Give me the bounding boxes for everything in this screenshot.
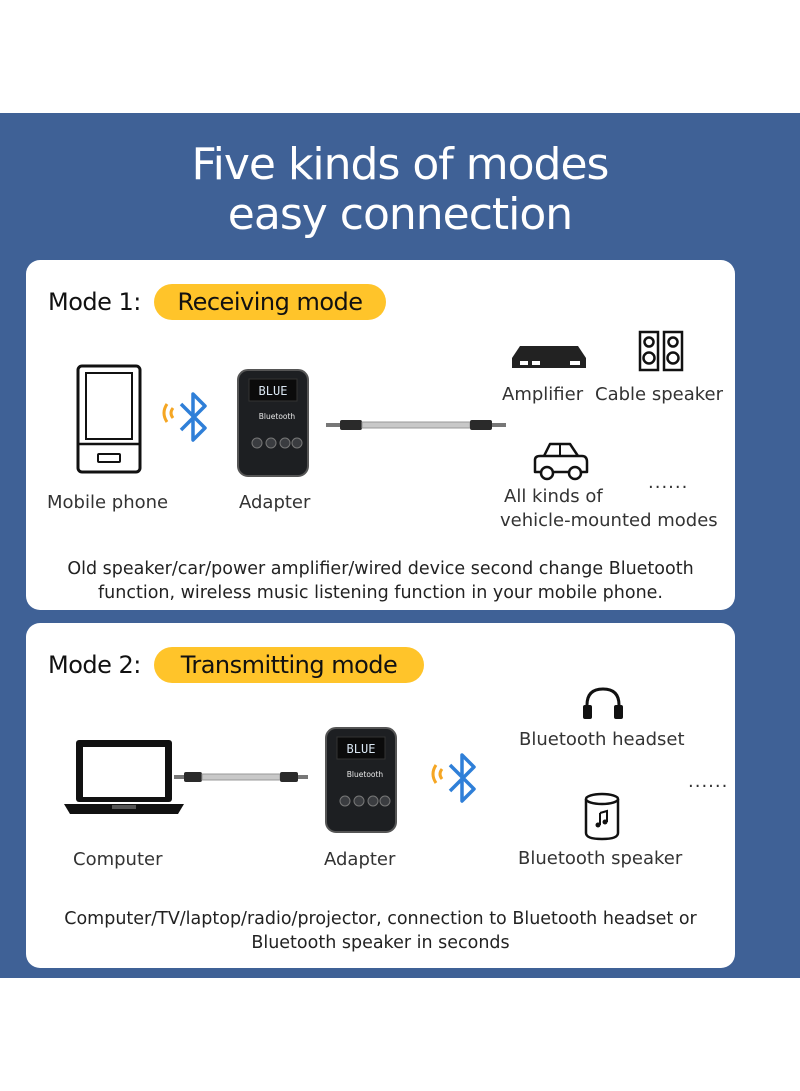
- mobile-phone-icon: [76, 364, 142, 474]
- cable-speaker-icon: [638, 330, 684, 372]
- headline-line-2: easy connection: [227, 189, 573, 240]
- mode-2-label: Mode 2:: [48, 651, 141, 679]
- amplifier-caption: Amplifier: [502, 384, 584, 405]
- adapter-brand-text: Bluetooth: [347, 770, 384, 779]
- adapter-screen-text: BLUE: [347, 742, 376, 756]
- mode-2-description-line-1: Computer/TV/laptop/radio/projector, conn…: [64, 909, 697, 929]
- adapter-brand-text: Bluetooth: [259, 412, 296, 421]
- mode-2-description-line-2: Bluetooth speaker in seconds: [251, 933, 510, 953]
- more-ellipsis: ......: [688, 771, 729, 792]
- mode-1-name-badge: Receiving mode: [154, 284, 386, 320]
- adapter-caption: Adapter: [324, 849, 396, 870]
- adapter-device-icon: BLUE Bluetooth: [236, 368, 310, 478]
- headline-line-1: Five kinds of modes: [191, 139, 610, 190]
- bluetooth-speaker-icon: [582, 791, 622, 841]
- bluetooth-signal-icon: [426, 751, 486, 807]
- mobile-phone-caption: Mobile phone: [47, 492, 169, 513]
- mode-2-card: Mode 2: Transmitting mode Computer BLUE …: [26, 623, 735, 968]
- laptop-icon: [64, 738, 184, 816]
- mode-1-card: Mode 1: Receiving mode Mobile phone BLUE…: [26, 260, 735, 610]
- bluetooth-signal-icon: [157, 390, 217, 446]
- amplifier-icon: [510, 344, 588, 372]
- headset-icon: [581, 685, 625, 721]
- adapter-screen-text: BLUE: [259, 384, 288, 398]
- mode-1-description-line-2: function, wireless music listening funct…: [98, 583, 663, 603]
- bluetooth-speaker-caption: Bluetooth speaker: [518, 848, 683, 869]
- mode-2-name-badge: Transmitting mode: [154, 647, 424, 683]
- vehicle-caption-line-2: vehicle-mounted modes: [500, 510, 718, 531]
- computer-caption: Computer: [73, 849, 163, 870]
- adapter-caption: Adapter: [239, 492, 311, 513]
- vehicle-caption-line-1: All kinds of: [504, 486, 603, 507]
- aux-cable-icon: [326, 415, 506, 435]
- bluetooth-headset-caption: Bluetooth headset: [519, 729, 685, 750]
- mode-1-description-line-1: Old speaker/car/power amplifier/wired de…: [67, 559, 694, 579]
- cable-speaker-caption: Cable speaker: [595, 384, 723, 405]
- adapter-device-icon: BLUE Bluetooth: [324, 726, 398, 834]
- car-icon: [530, 438, 590, 482]
- aux-cable-icon: [174, 768, 308, 786]
- mode-1-label: Mode 1:: [48, 288, 141, 316]
- more-ellipsis: ......: [648, 472, 689, 493]
